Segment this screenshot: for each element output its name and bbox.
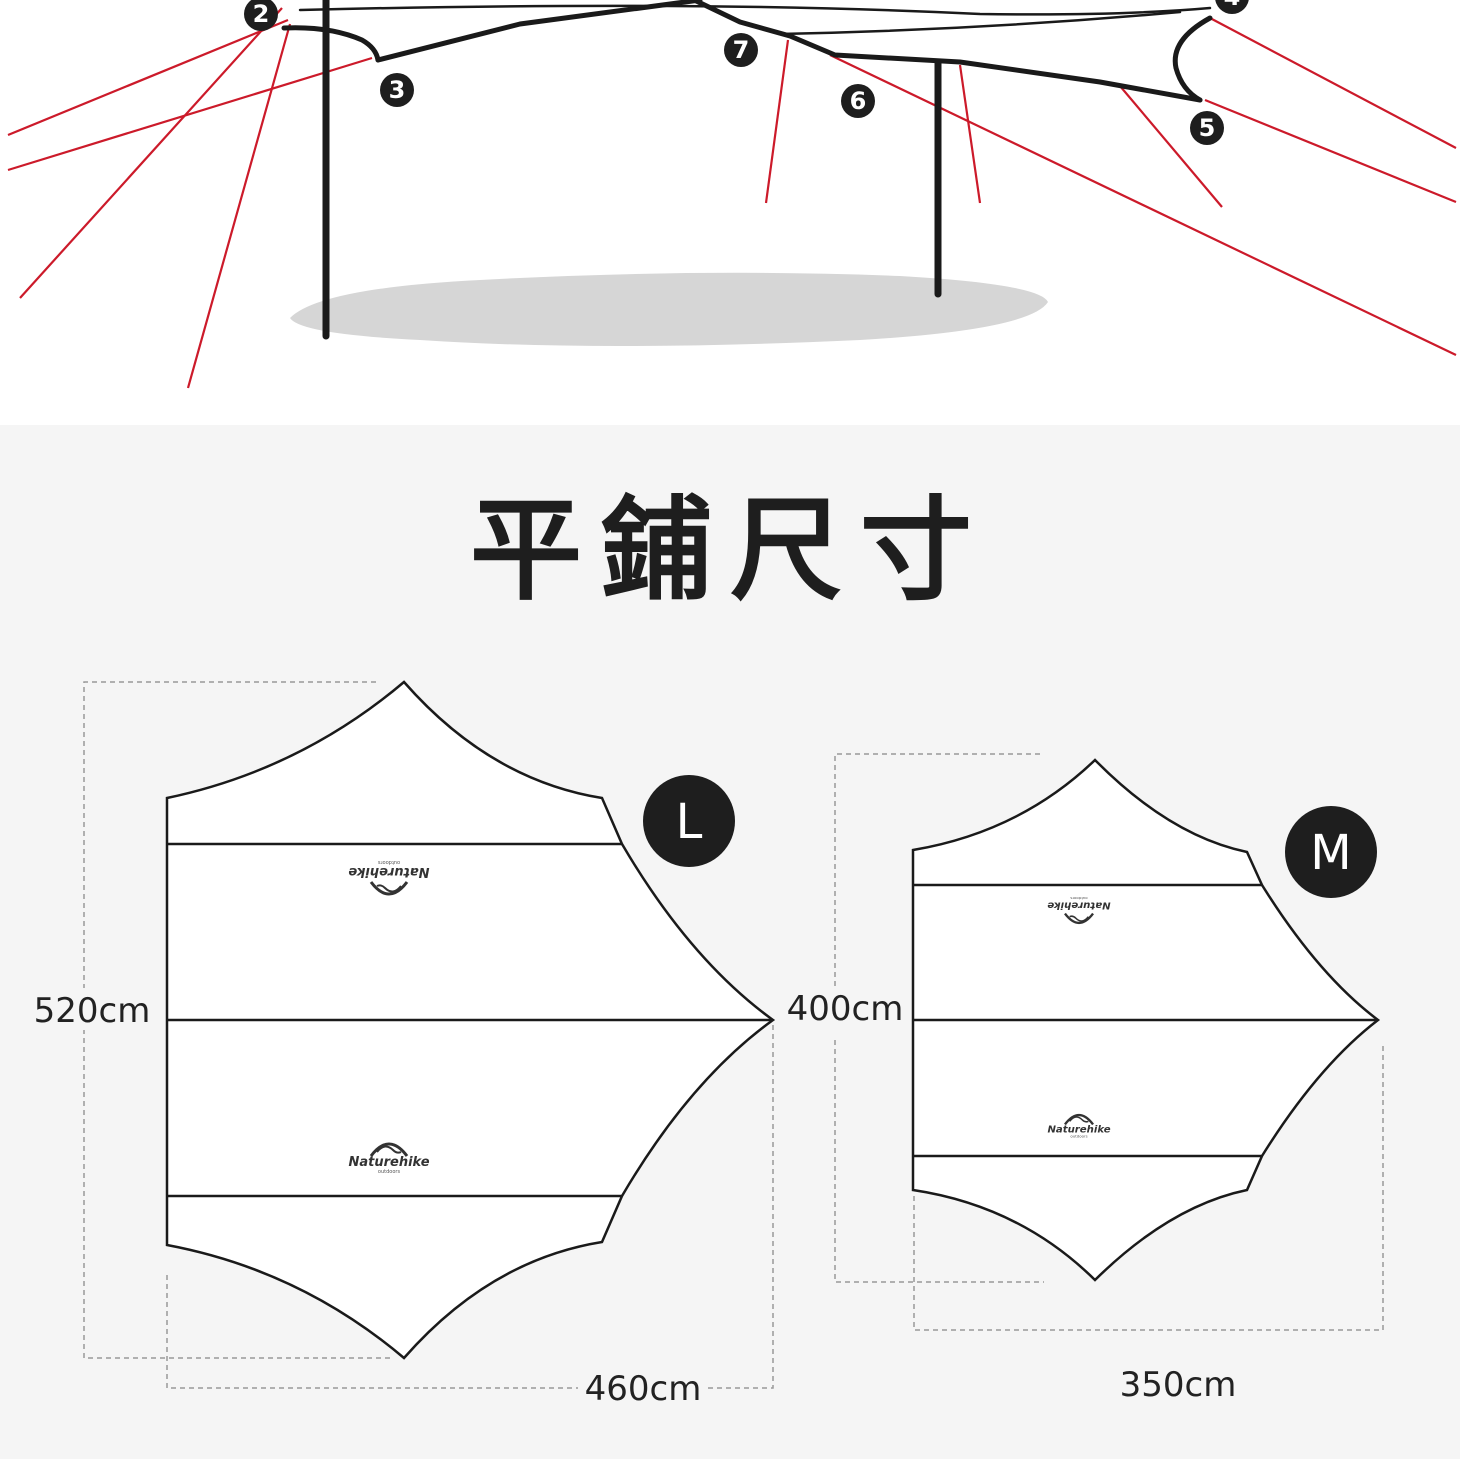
tarp-setup-illustration: 2 3 4 5 6 7 — [7, 0, 1457, 389]
ground-shadow — [290, 272, 1048, 346]
svg-text:7: 7 — [733, 36, 750, 64]
height-label-l: 520cm — [34, 991, 151, 1031]
tarp-l-diagram: Naturehike outdoors Naturehike outdoors … — [30, 680, 776, 1409]
svg-text:4: 4 — [1224, 0, 1241, 11]
panel-title: 平鋪尺寸 — [470, 485, 990, 616]
height-label-m: 400cm — [787, 989, 904, 1029]
naturehike-logo-m-bottom: Naturehike outdoors — [1047, 1113, 1111, 1139]
naturehike-logo-l-bottom: Naturehike outdoors — [348, 1142, 430, 1175]
svg-text:6: 6 — [850, 87, 867, 115]
size-badge-m: M — [1285, 806, 1377, 898]
svg-text:outdoors: outdoors — [378, 1169, 401, 1175]
svg-text:5: 5 — [1199, 114, 1216, 142]
svg-text:2: 2 — [253, 0, 270, 28]
svg-text:3: 3 — [389, 76, 406, 104]
marker-7: 7 — [724, 33, 758, 67]
tarp-m-diagram: Naturehike outdoors Naturehike outdoors … — [784, 753, 1384, 1405]
width-label-l: 460cm — [585, 1369, 702, 1409]
naturehike-logo-l-top: Naturehike outdoors — [348, 859, 430, 896]
svg-text:Naturehike: Naturehike — [1047, 1124, 1110, 1135]
svg-text:Naturehike: Naturehike — [1047, 900, 1110, 911]
marker-5: 5 — [1190, 111, 1224, 145]
size-badge-l: L — [643, 775, 735, 867]
svg-text:outdoors: outdoors — [378, 859, 401, 865]
svg-text:outdoors: outdoors — [1070, 1134, 1087, 1139]
naturehike-logo-m-top: Naturehike outdoors — [1047, 896, 1111, 925]
marker-6: 6 — [841, 84, 875, 118]
svg-text:L: L — [676, 794, 703, 850]
width-label-m: 350cm — [1120, 1365, 1237, 1405]
svg-text:Naturehike: Naturehike — [348, 864, 429, 879]
guy-ropes — [7, 7, 1457, 389]
marker-3: 3 — [380, 73, 414, 107]
svg-text:M: M — [1310, 825, 1351, 881]
svg-text:outdoors: outdoors — [1070, 896, 1087, 901]
tarp-outline — [281, 0, 1213, 103]
svg-text:Naturehike: Naturehike — [348, 1155, 429, 1170]
marker-2: 2 — [244, 0, 278, 31]
marker-4: 4 — [1215, 0, 1249, 14]
